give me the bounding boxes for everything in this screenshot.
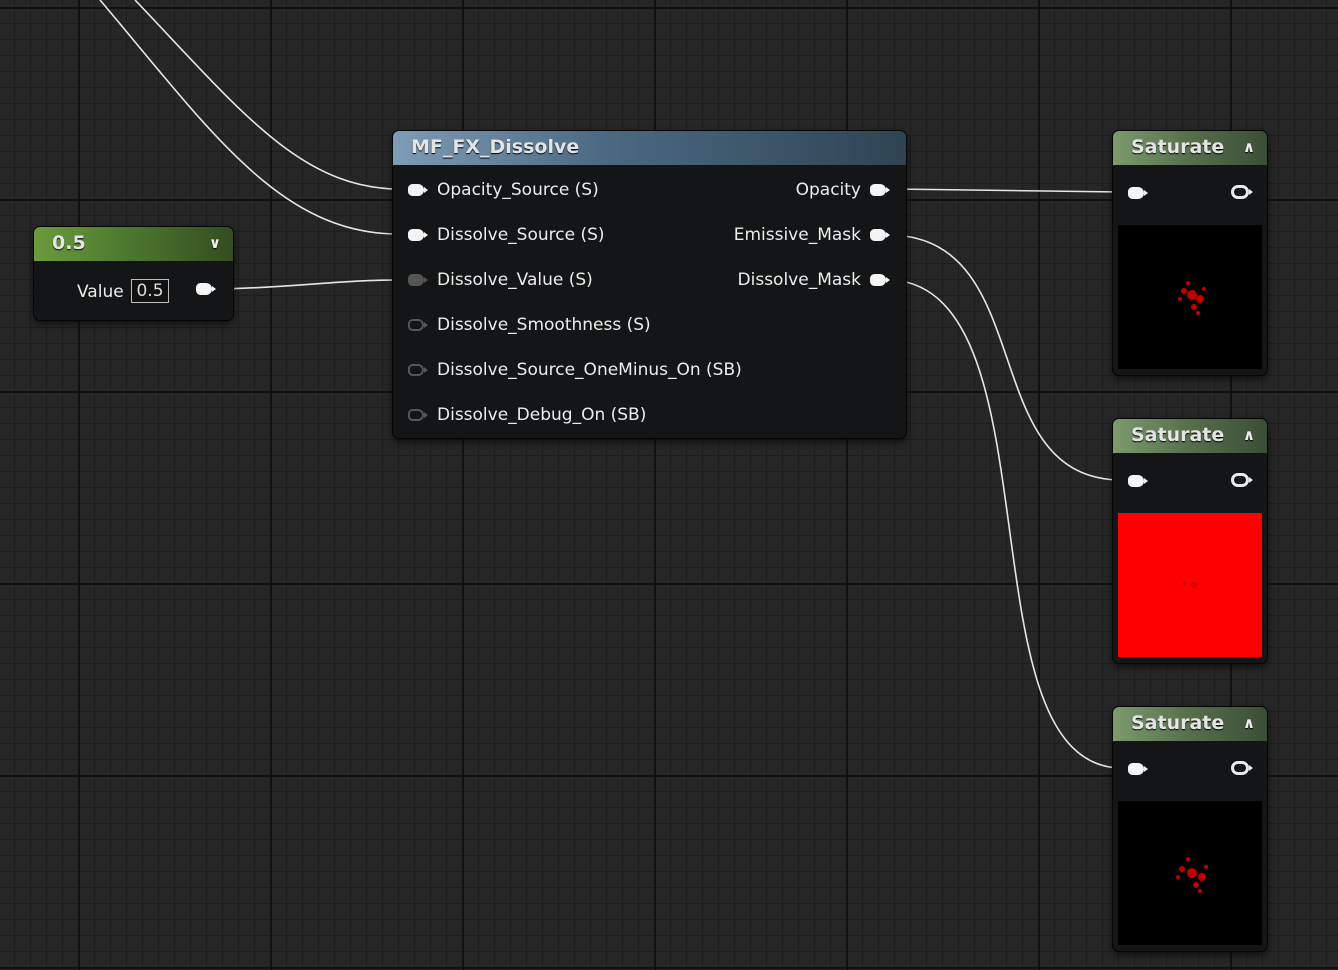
output-pin-emissive-mask[interactable] [870, 229, 890, 241]
function-node-title: MF_FX_Dissolve [411, 136, 580, 158]
wire-opacity-to-saturate-1 [891, 188, 1123, 193]
saturate-node-2-header[interactable]: Saturate ∧ [1113, 419, 1267, 453]
saturate-2-output-pin[interactable] [1231, 473, 1253, 487]
input-label-opacity-source: Opacity_Source (S) [437, 180, 599, 200]
input-pin-dissolve-oneminus[interactable] [408, 364, 428, 376]
dissolve-noise-preview-icon [1178, 281, 1206, 315]
value-input[interactable]: 0.5 [131, 279, 169, 303]
input-label-dissolve-oneminus: Dissolve_Source_OneMinus_On (SB) [437, 360, 742, 380]
chevron-up-icon[interactable]: ∧ [1242, 426, 1255, 444]
saturate-1-input-pin[interactable] [1128, 187, 1148, 199]
output-pin-dissolve-mask[interactable] [870, 274, 890, 286]
input-label-dissolve-value: Dissolve_Value (S) [437, 270, 593, 290]
constant-output-pin[interactable] [196, 283, 216, 295]
dissolve-noise-preview-icon [1182, 581, 1197, 588]
saturate-node-1[interactable]: Saturate ∧ [1113, 131, 1267, 375]
input-pin-dissolve-value[interactable] [408, 274, 428, 286]
saturate-node-3-title: Saturate [1131, 712, 1225, 734]
function-node-header[interactable]: MF_FX_Dissolve [393, 131, 906, 165]
wire-dissolve-mask-to-saturate-3 [891, 279, 1123, 769]
chevron-down-icon[interactable]: ∨ [208, 234, 221, 252]
output-label-emissive-mask: Emissive_Mask [733, 225, 861, 245]
output-pin-opacity[interactable] [870, 184, 890, 196]
saturate-2-input-pin[interactable] [1128, 475, 1148, 487]
saturate-3-preview [1118, 801, 1262, 945]
saturate-node-1-title: Saturate [1131, 136, 1225, 158]
chevron-up-icon[interactable]: ∧ [1242, 714, 1255, 732]
saturate-node-3-header[interactable]: Saturate ∧ [1113, 707, 1267, 741]
dissolve-noise-preview-icon [1176, 857, 1208, 893]
input-pin-opacity-source[interactable] [408, 184, 428, 196]
chevron-up-icon[interactable]: ∧ [1242, 138, 1255, 156]
input-label-dissolve-debug: Dissolve_Debug_On (SB) [437, 405, 647, 425]
input-label-dissolve-source: Dissolve_Source (S) [437, 225, 605, 245]
output-label-opacity: Opacity [795, 180, 861, 200]
saturate-2-preview [1118, 513, 1262, 657]
constant-node-title: 0.5 [52, 232, 86, 254]
constant-node[interactable]: 0.5 ∨ Value 0.5 [34, 227, 233, 320]
wire-opacity-source-input [134, 0, 399, 190]
wire-constant-to-dissolve-value [221, 279, 399, 290]
saturate-node-1-header[interactable]: Saturate ∧ [1113, 131, 1267, 165]
value-label: Value [77, 282, 124, 302]
saturate-node-3[interactable]: Saturate ∧ [1113, 707, 1267, 951]
saturate-node-2-title: Saturate [1131, 424, 1225, 446]
input-pin-dissolve-source[interactable] [408, 229, 428, 241]
wire-emissive-to-saturate-2 [891, 234, 1123, 481]
input-pin-dissolve-smoothness[interactable] [408, 319, 428, 331]
saturate-1-output-pin[interactable] [1231, 185, 1253, 199]
input-label-dissolve-smoothness: Dissolve_Smoothness (S) [437, 315, 651, 335]
saturate-node-2[interactable]: Saturate ∧ [1113, 419, 1267, 663]
input-pin-dissolve-debug[interactable] [408, 409, 428, 421]
saturate-1-preview [1118, 225, 1262, 369]
saturate-3-input-pin[interactable] [1128, 763, 1148, 775]
wire-dissolve-source-input [99, 0, 399, 235]
saturate-3-output-pin[interactable] [1231, 761, 1253, 775]
function-node[interactable]: MF_FX_Dissolve Opacity_Source (S) Dissol… [393, 131, 906, 438]
constant-node-header[interactable]: 0.5 ∨ [34, 227, 233, 261]
output-label-dissolve-mask: Dissolve_Mask [737, 270, 861, 290]
